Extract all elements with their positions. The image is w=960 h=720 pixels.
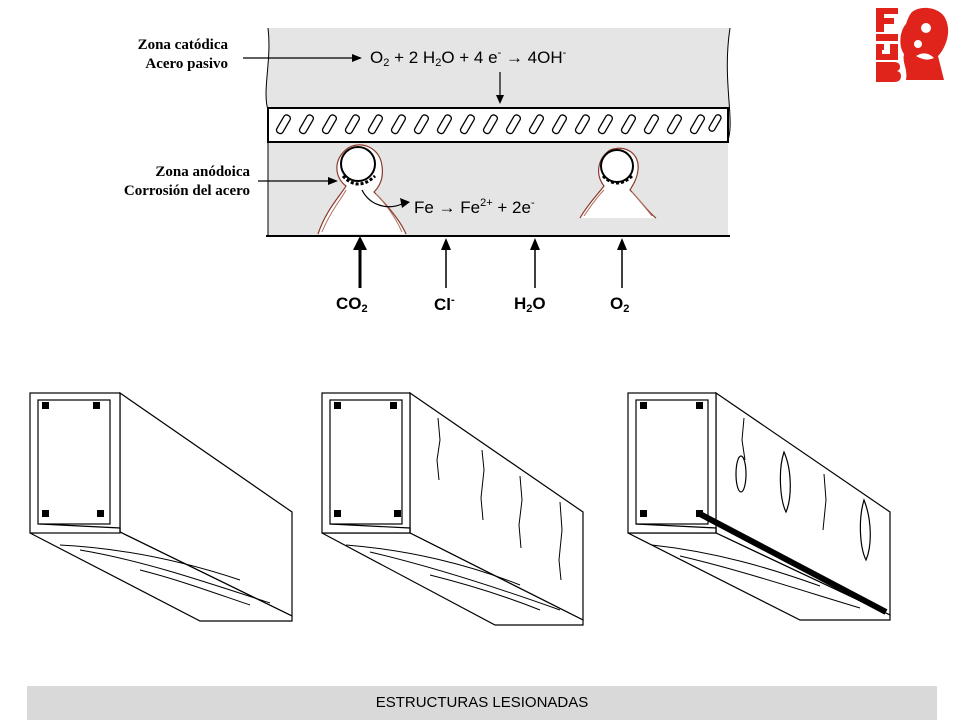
agent-chloride: Cl- — [434, 294, 455, 314]
rebar-ribs — [275, 114, 722, 135]
beam-cracked — [321, 391, 584, 626]
footer-title-bar: ESTRUCTURAS LESIONADAS — [27, 686, 937, 720]
corrosion-pit-right — [579, 147, 657, 219]
damaged-beams-illustration — [29, 391, 891, 626]
cathodic-zone-line2: Acero pasivo — [145, 56, 228, 72]
beam-severely-damaged — [627, 391, 891, 621]
cathodic-equation: O2 + 2 H2O + 4 e- → 4OH- — [370, 47, 567, 69]
concrete-right-edge — [726, 27, 731, 141]
agent-oxygen: O2 — [610, 294, 630, 315]
cathodic-zone-line1: Zona catódica — [137, 37, 228, 53]
anodic-zone-label: Zona anódoica Corrosión del acero — [40, 163, 250, 201]
footer-title: ESTRUCTURAS LESIONADAS — [375, 694, 589, 711]
beam-intact-rebars — [42, 402, 104, 517]
agent-water: H2O — [514, 294, 546, 315]
beam-cracked-rebars — [334, 402, 401, 517]
corrosion-pit-left — [317, 144, 407, 235]
cathodic-zone-label: Zona catódica Acero pasivo — [60, 36, 228, 74]
anodic-zone-line2: Corrosión del acero — [123, 183, 250, 199]
beam-severely-damaged-rebars — [640, 402, 703, 517]
beam-intact — [29, 391, 293, 622]
anodic-equation: Fe → Fe2+ + 2e- — [414, 197, 535, 217]
anodic-zone-line1: Zona anódoica — [155, 164, 250, 180]
agent-co2: CO2 — [336, 294, 368, 315]
fiuba-logo — [872, 6, 952, 82]
electron-flow-arrow — [361, 189, 403, 208]
ingress-arrows — [353, 236, 627, 288]
exposed-corroded-rebar — [698, 511, 888, 615]
corrosion-mechanism-diagram — [243, 27, 731, 288]
